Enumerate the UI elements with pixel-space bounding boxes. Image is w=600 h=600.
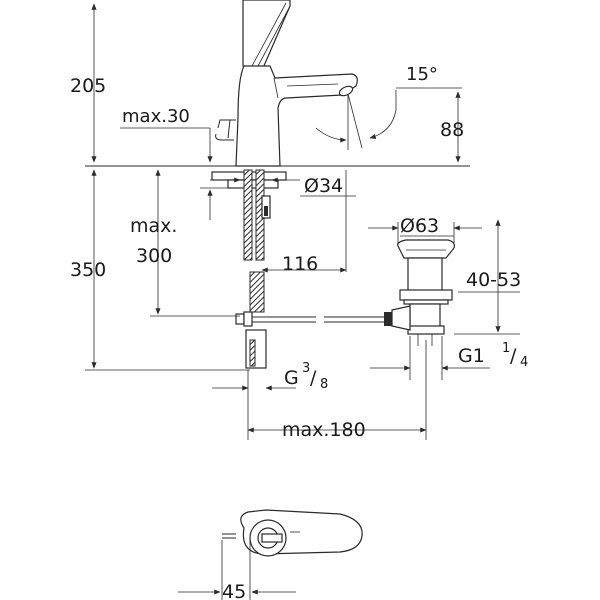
svg-text:/: /: [310, 367, 317, 389]
label-max-300: 300: [136, 245, 172, 267]
label-g1-num: 1: [502, 341, 510, 356]
label-spout-height-88: 88: [440, 119, 464, 141]
label-max: max.: [130, 215, 177, 237]
faucet-top-view: [221, 509, 363, 600]
label-g38: G: [284, 367, 299, 389]
dimension-lines: [85, 3, 520, 595]
mounting-shank: [211, 169, 287, 369]
popup-rod: [235, 311, 392, 327]
label-max-180: max.180: [282, 419, 366, 441]
label-angle-15: 15°: [406, 64, 438, 85]
faucet-side-view: [85, 0, 470, 167]
label-max30: max.30: [122, 106, 190, 127]
waste-drain: [391, 239, 455, 346]
faucet-body: [235, 65, 358, 167]
label-width-45: 45: [222, 581, 246, 600]
label-g38-den: 8: [320, 377, 328, 392]
label-g1-den: 4: [520, 355, 528, 370]
faucet-lever: [242, 0, 291, 69]
label-g1: G1: [458, 345, 485, 367]
label-height-350: 350: [70, 259, 106, 281]
label-diameter-34: Ø34: [304, 175, 343, 197]
svg-text:/: /: [510, 345, 517, 367]
label-height-205: 205: [70, 75, 106, 97]
label-g38-num: 3: [302, 361, 310, 376]
dimension-labels: 205 max.30 15° 88 Ø34 max. 300 350 116 Ø…: [70, 64, 528, 600]
label-range-40-53: 40-53: [466, 269, 521, 291]
label-reach-116: 116: [282, 253, 318, 275]
label-diameter-63: Ø63: [400, 215, 439, 237]
